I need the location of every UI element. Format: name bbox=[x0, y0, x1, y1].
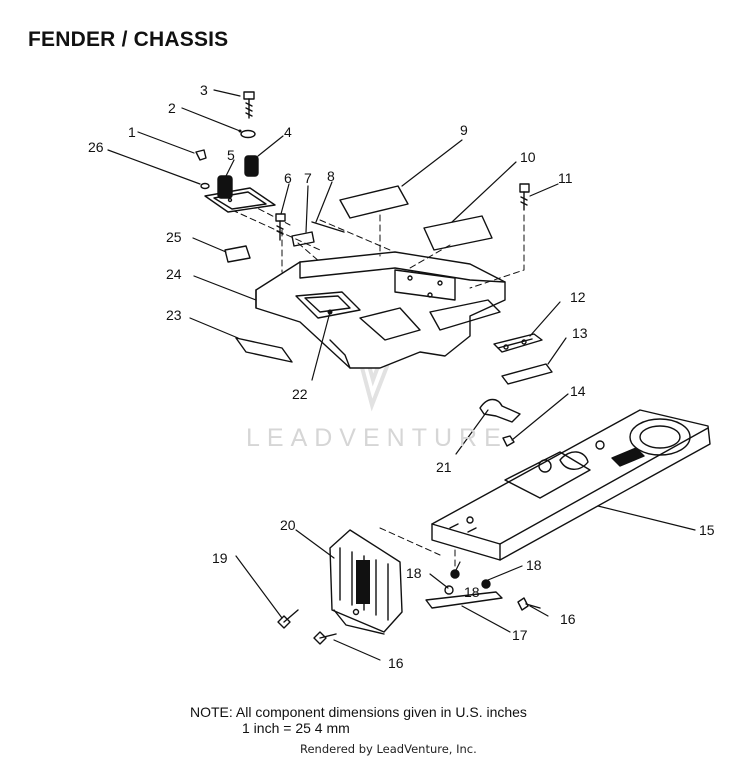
bolt-6 bbox=[275, 213, 286, 241]
callout-12: 12 bbox=[570, 289, 586, 305]
callout-10: 10 bbox=[520, 149, 536, 165]
callout-8: 8 bbox=[327, 168, 335, 184]
decal-8-line bbox=[311, 221, 345, 233]
callout-16-left: 16 bbox=[388, 655, 404, 671]
callout-16-right: 16 bbox=[560, 611, 576, 627]
decal-23 bbox=[235, 337, 293, 363]
rear-plate bbox=[329, 529, 403, 635]
screw-16-left bbox=[313, 631, 337, 645]
callout-3: 3 bbox=[200, 82, 208, 98]
bolt-11 bbox=[519, 183, 530, 211]
callout-23: 23 bbox=[166, 307, 182, 323]
screw-19 bbox=[277, 609, 299, 629]
callout-2: 2 bbox=[168, 100, 176, 116]
callout-7: 7 bbox=[304, 170, 312, 186]
seat-plate bbox=[204, 187, 276, 213]
footer-credit: Rendered by LeadVenture, Inc. bbox=[300, 742, 477, 756]
callout-17: 17 bbox=[512, 627, 528, 643]
callout-leaders bbox=[107, 89, 696, 661]
decal-10 bbox=[423, 215, 493, 251]
callout-20: 20 bbox=[280, 517, 296, 533]
callout-labels: 3 2 1 4 26 5 6 7 8 9 10 11 25 24 23 22 1… bbox=[88, 82, 715, 671]
callout-9: 9 bbox=[460, 122, 468, 138]
decal-25 bbox=[224, 245, 251, 263]
callout-6: 6 bbox=[284, 170, 292, 186]
callout-5: 5 bbox=[227, 147, 235, 163]
note-line-2: 1 inch = 25 4 mm bbox=[242, 720, 350, 736]
decal-7 bbox=[291, 231, 315, 247]
nut-18-a bbox=[450, 569, 460, 579]
callout-4: 4 bbox=[284, 124, 292, 140]
callout-18-left: 18 bbox=[406, 565, 422, 581]
bracket-12 bbox=[493, 333, 543, 353]
nut-18-c bbox=[481, 579, 491, 589]
washer-26 bbox=[200, 182, 210, 190]
bolt-3 bbox=[243, 91, 255, 119]
callout-26: 26 bbox=[88, 139, 104, 155]
callout-14: 14 bbox=[570, 383, 586, 399]
screw-16-right bbox=[517, 597, 541, 611]
callout-15: 15 bbox=[699, 522, 715, 538]
callout-11: 11 bbox=[558, 170, 573, 186]
fender-body bbox=[255, 251, 506, 369]
nut-18-b bbox=[444, 585, 454, 595]
bracket-17 bbox=[425, 591, 503, 609]
callout-18-right: 18 bbox=[526, 557, 542, 573]
callout-24: 24 bbox=[166, 266, 182, 282]
callout-1: 1 bbox=[128, 124, 136, 140]
decal-13 bbox=[501, 363, 553, 385]
callout-22: 22 bbox=[292, 386, 308, 402]
clip-21 bbox=[479, 398, 521, 423]
callout-21: 21 bbox=[436, 459, 452, 475]
callout-25: 25 bbox=[166, 229, 182, 245]
decal-9 bbox=[339, 185, 409, 219]
dimension-note: NOTE: All component dimensions given in … bbox=[190, 704, 527, 736]
leader-dots bbox=[238, 129, 333, 315]
spring-parts bbox=[217, 155, 259, 199]
callout-18-mid: 18 bbox=[464, 584, 480, 600]
watermark-text: LEADVENTURE bbox=[246, 424, 508, 452]
callout-19: 19 bbox=[212, 550, 228, 566]
knob-1 bbox=[195, 149, 207, 161]
chassis-frame bbox=[431, 409, 711, 561]
washer-2 bbox=[240, 129, 256, 139]
note-line-1: NOTE: All component dimensions given in … bbox=[190, 704, 527, 720]
callout-13: 13 bbox=[572, 325, 588, 341]
nut-14 bbox=[502, 435, 515, 447]
page-title: FENDER / CHASSIS bbox=[28, 28, 229, 51]
